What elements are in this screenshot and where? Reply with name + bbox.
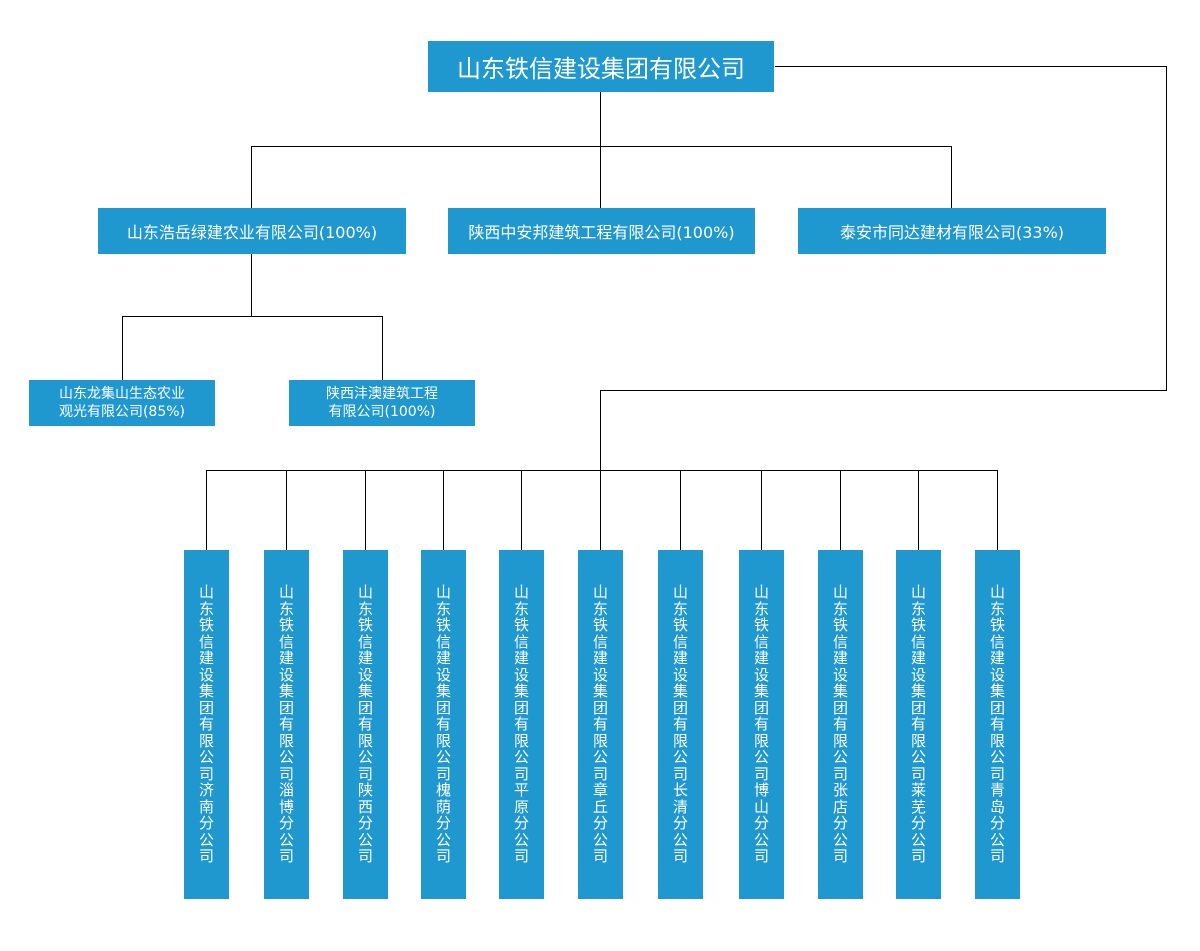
branch-label-10: 山东铁信建设集团有限公司莱芜分公司 <box>910 583 926 866</box>
branch-label-6: 山东铁信建设集团有限公司章丘分公司 <box>592 583 608 866</box>
connector-subsidiary-2 <box>600 146 601 208</box>
branch-label-1: 山东铁信建设集团有限公司济南分公司 <box>198 583 214 866</box>
connector-right-back <box>600 390 1167 391</box>
branch-box-4: 山东铁信建设集团有限公司槐荫分公司 <box>421 550 466 899</box>
connector-right-down <box>1166 66 1167 391</box>
branch-box-2: 山东铁信建设集团有限公司淄博分公司 <box>264 550 309 899</box>
connector-branch-10 <box>918 470 919 550</box>
second-level-label-2-line1: 陕西沣澳建筑工程 <box>326 386 438 402</box>
connector-root-right <box>775 66 1167 67</box>
connector-second-level-down <box>251 254 252 316</box>
branch-box-7: 山东铁信建设集团有限公司长清分公司 <box>658 550 703 899</box>
branch-label-11: 山东铁信建设集团有限公司青岛分公司 <box>989 583 1005 866</box>
connector-branch-bar <box>206 470 998 471</box>
connector-second-level-1 <box>122 316 123 380</box>
branch-box-1: 山东铁信建设集团有限公司济南分公司 <box>184 550 229 899</box>
branch-label-4: 山东铁信建设集团有限公司槐荫分公司 <box>435 583 451 866</box>
subsidiary-box-3: 泰安市同达建材有限公司(33%) <box>798 208 1106 254</box>
root-company-box: 山东铁信建设集团有限公司 <box>428 41 774 92</box>
connector-branch-8 <box>761 470 762 550</box>
branch-box-11: 山东铁信建设集团有限公司青岛分公司 <box>975 550 1020 899</box>
branch-box-9: 山东铁信建设集团有限公司张店分公司 <box>818 550 863 899</box>
subsidiary-box-1: 山东浩岳绿建农业有限公司(100%) <box>98 208 406 254</box>
second-level-label-1-line2: 观光有限公司(85%) <box>58 404 186 420</box>
branch-box-5: 山东铁信建设集团有限公司平原分公司 <box>499 550 544 899</box>
branch-box-8: 山东铁信建设集团有限公司博山分公司 <box>739 550 784 899</box>
connector-branch-7 <box>680 470 681 550</box>
connector-branch-1 <box>206 470 207 550</box>
connector-branch-5 <box>521 470 522 550</box>
connector-branch-11 <box>997 470 998 550</box>
connector-branch-9 <box>840 470 841 550</box>
branch-label-3: 山东铁信建设集团有限公司陕西分公司 <box>357 583 373 866</box>
connector-subsidiary-1 <box>251 146 252 208</box>
branch-box-10: 山东铁信建设集团有限公司莱芜分公司 <box>896 550 941 899</box>
connector-branch-2 <box>286 470 287 550</box>
connector-subsidiary-bar <box>251 146 952 147</box>
subsidiary-label-1: 山东浩岳绿建农业有限公司(100%) <box>126 223 378 242</box>
subsidiary-label-2: 陕西中安邦建筑工程有限公司(100%) <box>468 223 735 242</box>
branch-label-5: 山东铁信建设集团有限公司平原分公司 <box>513 583 529 866</box>
root-company-label: 山东铁信建设集团有限公司 <box>457 55 745 83</box>
second-level-box-1: 山东龙集山生态农业 观光有限公司(85%) <box>29 380 215 426</box>
connector-second-level-bar <box>122 316 383 317</box>
branch-label-9: 山东铁信建设集团有限公司张店分公司 <box>832 583 848 866</box>
connector-branch-3 <box>365 470 366 550</box>
connector-branch-4 <box>443 470 444 550</box>
branch-box-3: 山东铁信建设集团有限公司陕西分公司 <box>343 550 388 899</box>
connector-second-level-2 <box>382 316 383 380</box>
branch-label-7: 山东铁信建设集团有限公司长清分公司 <box>672 583 688 866</box>
subsidiary-box-2: 陕西中安邦建筑工程有限公司(100%) <box>448 208 755 254</box>
subsidiary-label-3: 泰安市同达建材有限公司(33%) <box>839 223 1065 242</box>
second-level-box-2: 陕西沣澳建筑工程 有限公司(100%) <box>289 380 475 426</box>
branch-box-6: 山东铁信建设集团有限公司章丘分公司 <box>578 550 623 899</box>
connector-root-down <box>600 92 601 146</box>
second-level-label-2-line2: 有限公司(100%) <box>328 404 436 420</box>
branch-label-8: 山东铁信建设集团有限公司博山分公司 <box>753 583 769 866</box>
connector-branch-6 <box>600 470 601 550</box>
connector-subsidiary-3 <box>951 146 952 208</box>
second-level-label-1-line1: 山东龙集山生态农业 <box>59 386 185 402</box>
connector-branch-trunk <box>600 390 601 471</box>
branch-label-2: 山东铁信建设集团有限公司淄博分公司 <box>278 583 294 866</box>
